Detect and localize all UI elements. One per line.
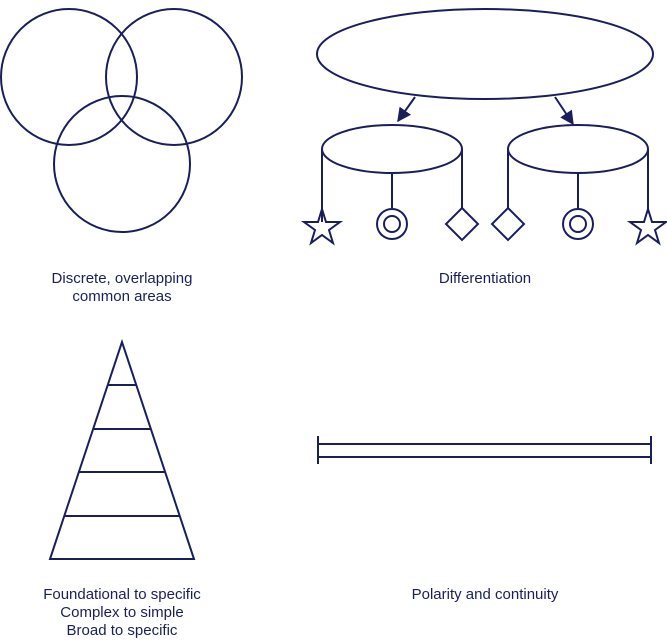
star-icon xyxy=(626,205,667,246)
ring-inner-icon xyxy=(569,215,587,233)
venn-diagram xyxy=(0,8,243,233)
caption-line: Discrete, overlapping xyxy=(51,270,193,287)
caption-line: common areas xyxy=(72,288,172,305)
arrow-right xyxy=(554,96,574,126)
pyramid-diagram xyxy=(48,338,196,560)
venn-caption: Discrete, overlapping common areas xyxy=(22,270,222,306)
child-cylinder-right xyxy=(507,124,649,213)
arrow-left xyxy=(397,96,416,123)
ring-outer-icon xyxy=(376,208,408,240)
caption-line: Complex to simple xyxy=(60,604,184,621)
ring-outer-icon xyxy=(562,208,594,240)
polarity-diagram xyxy=(317,436,652,464)
venn-circle-left xyxy=(0,8,138,146)
venn-circle-bottom xyxy=(53,95,191,233)
venn-circle-right xyxy=(105,8,243,146)
diamond-icon xyxy=(444,206,480,242)
pyramid-outline xyxy=(48,338,196,560)
differentiation-caption: Differentiation xyxy=(385,270,585,288)
caption-line: Broad to specific xyxy=(66,622,178,639)
child-cylinder-left xyxy=(321,124,463,222)
diamond-icon xyxy=(490,206,526,242)
pyramid-caption: Foundational to specific Complex to simp… xyxy=(12,586,232,640)
differentiation-diagram xyxy=(300,8,667,246)
parent-ellipse xyxy=(316,8,654,100)
caption-line: Differentiation xyxy=(438,270,532,287)
caption-line: Foundational to specific xyxy=(43,586,201,603)
star-icon xyxy=(300,205,344,246)
polarity-caption: Polarity and continuity xyxy=(375,586,595,604)
caption-line: Polarity and continuity xyxy=(411,586,559,603)
ring-inner-icon xyxy=(383,215,401,233)
